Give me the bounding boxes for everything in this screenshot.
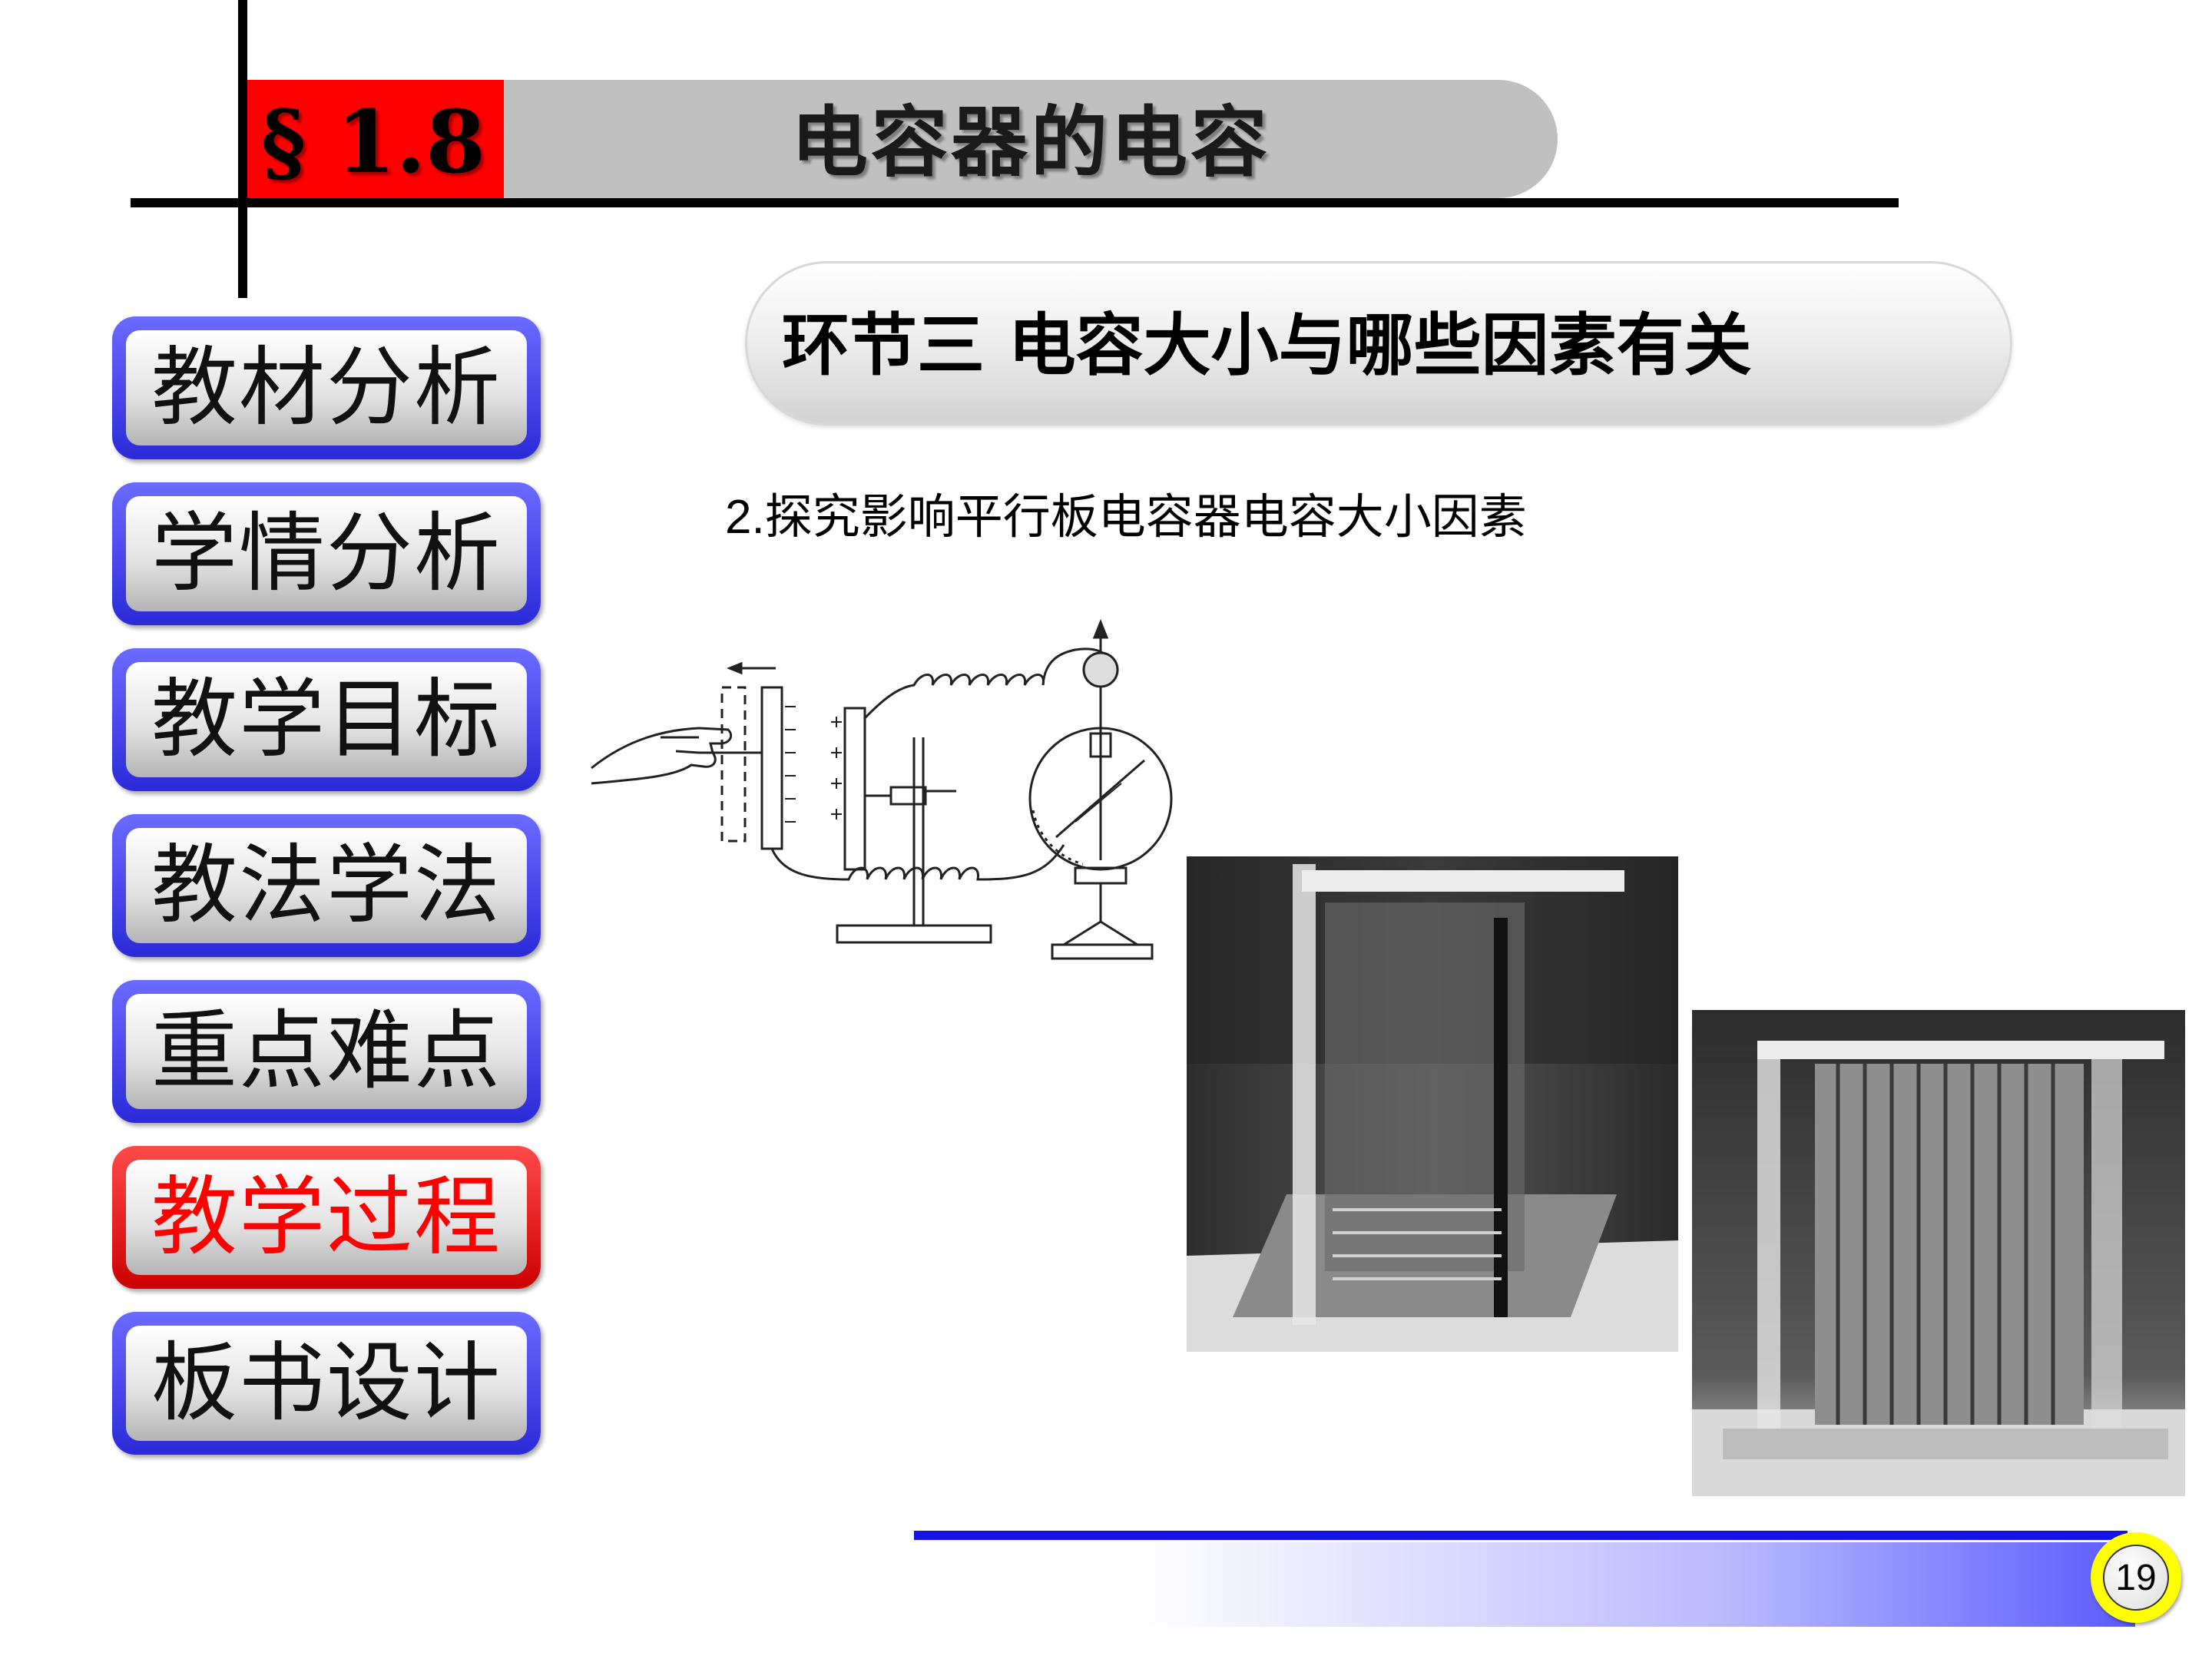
capacitor-photo-single-plate [1187,856,1678,1352]
subtitle: 2.探究影响平行板电容器电容大小因素 [725,491,1527,544]
nav-item-label: 重点难点 [126,994,527,1109]
header-vertical-rule [238,0,247,298]
nav-item-label: 教法学法 [126,828,527,943]
top-spring-wire [863,647,1115,720]
nav-item-teaching-process[interactable]: 教学过程 [112,1146,541,1289]
section-number: § 1.8 [260,92,486,193]
capacitor-apparatus-diagram [591,618,1173,960]
nav-item-label: 教材分析 [126,330,527,445]
nav-item-teaching-methods[interactable]: 教法学法 [112,814,541,957]
hand-illustration [591,727,733,785]
section-number-box [243,80,504,198]
nav-item-textbook-analysis[interactable]: 教材分析 [112,316,541,459]
nav-item-board-design[interactable]: 板书设计 [112,1312,541,1455]
section-header-pill [745,261,2012,426]
footer-gradient [1137,1542,2135,1627]
nav-item-label: 学情分析 [126,496,527,611]
nav-item-label: 教学目标 [126,662,527,777]
electroscope-ball [1082,651,1119,688]
capacitor-photo-multi-plate [1692,1010,2185,1496]
bottom-spring-wire [770,844,1065,881]
nav-item-learner-analysis[interactable]: 学情分析 [112,482,541,625]
header-horizontal-rule [131,198,1899,207]
nav-item-teaching-goals[interactable]: 教学目标 [112,648,541,791]
page-title: 电容器的电容 [791,98,1270,187]
title-bar [504,80,1558,198]
footer-rule [914,1531,2128,1540]
electroscope-dial [1028,727,1173,871]
nav-item-label: 板书设计 [126,1326,527,1441]
section-title: 环节三 电容大小与哪些因素有关 [782,306,1752,385]
nav-item-label: 教学过程 [126,1160,527,1275]
nav-item-key-points[interactable]: 重点难点 [112,980,541,1123]
page-number-badge-inner [2103,1545,2169,1611]
page-number: 19 [2115,1558,2157,1598]
